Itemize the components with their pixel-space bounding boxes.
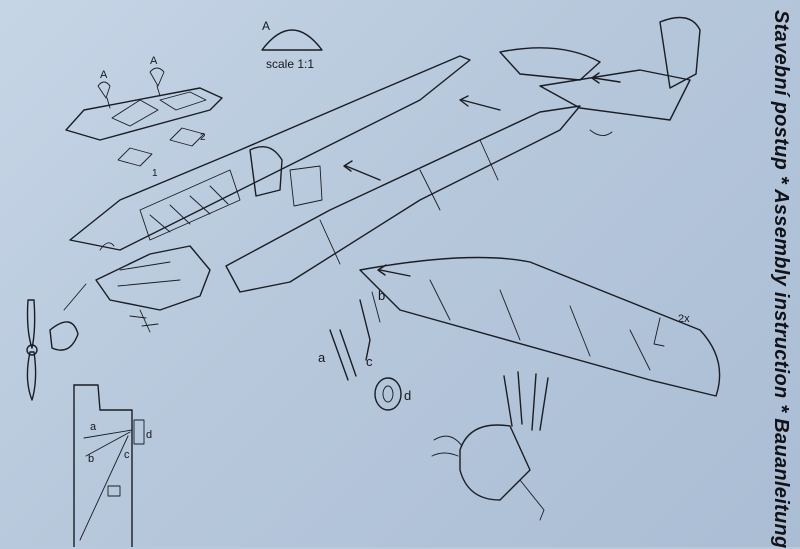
tail-unit (499, 16, 701, 136)
seat-harness (431, 371, 549, 521)
landing-gear: a b c (318, 288, 385, 381)
inset-b-label: b (88, 453, 94, 465)
scale-label: scale 1:1 (266, 57, 314, 71)
fuselage-lower (225, 105, 581, 293)
part-1-label: 1 (152, 168, 158, 179)
gear-a-label: a (318, 350, 326, 365)
canopy-parts: A A 1 2 (65, 55, 223, 179)
inset-a-label: a (90, 421, 97, 433)
assembly-arrows (63, 72, 621, 311)
propeller (26, 299, 79, 401)
inset-d-label: d (146, 429, 152, 441)
gear-inset: a b c d (73, 384, 152, 547)
wheel: d (374, 377, 411, 411)
engine-nose (95, 245, 211, 333)
wing-count-label: 2x (678, 313, 690, 325)
gear-c-label: c (366, 354, 373, 369)
part-a-label: A (262, 19, 270, 33)
side-title: Stavební postup * Assembly instruction *… (770, 10, 792, 549)
wing: 2x (359, 256, 721, 397)
gear-b-label: b (378, 288, 385, 303)
part-2-label: 2 (200, 132, 206, 143)
canopy-a-left-label: A (100, 69, 108, 81)
scale-template: A scale 1:1 (261, 19, 323, 71)
wheel-d-label: d (404, 388, 411, 403)
fuselage-upper (69, 55, 471, 251)
canopy-a-right-label: A (150, 55, 158, 67)
inset-c-label: c (124, 449, 130, 461)
